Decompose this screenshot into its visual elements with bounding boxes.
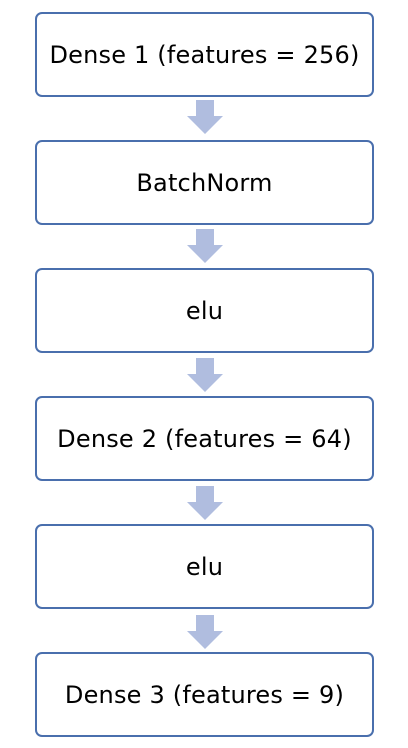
down-arrow-icon: [187, 229, 223, 263]
step-label-dense-3: Dense 3 (features = 9): [64, 680, 345, 709]
step-label-elu-2: elu: [185, 552, 224, 581]
step-box-dense-3: Dense 3 (features = 9): [35, 652, 374, 737]
down-arrow-icon: [187, 615, 223, 649]
step-box-dense-2: Dense 2 (features = 64): [35, 396, 374, 481]
step-label-batchnorm: BatchNorm: [136, 168, 273, 197]
step-box-batchnorm: BatchNorm: [35, 140, 374, 225]
step-box-elu-1: elu: [35, 268, 374, 353]
down-arrow-icon: [187, 358, 223, 392]
step-label-elu-1: elu: [185, 296, 224, 325]
step-box-dense-1: Dense 1 (features = 256): [35, 12, 374, 97]
step-box-elu-2: elu: [35, 524, 374, 609]
down-arrow-icon: [187, 100, 223, 134]
down-arrow-icon: [187, 486, 223, 520]
step-label-dense-1: Dense 1 (features = 256): [49, 40, 360, 69]
step-label-dense-2: Dense 2 (features = 64): [57, 424, 352, 453]
